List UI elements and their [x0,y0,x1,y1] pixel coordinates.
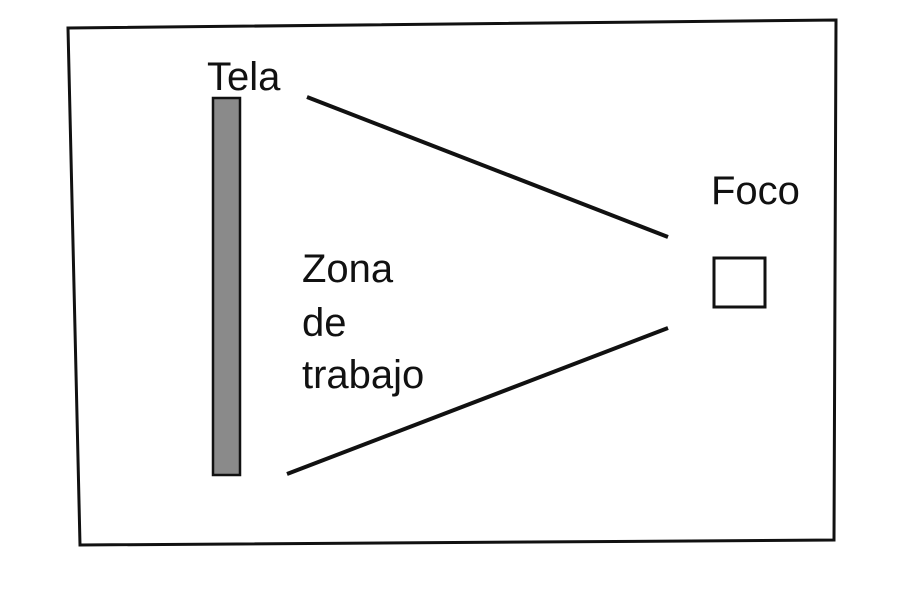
work-zone-label-line3: trabajo [302,353,424,397]
lower-beam-line [286,326,669,476]
work-zone-label-line1: Zona [302,247,394,291]
upper-beam-line [306,95,669,239]
screen-label: Tela [207,55,281,99]
light-source-square [712,256,767,309]
work-zone-label-line2: de [302,301,347,345]
diagram-frame [66,18,838,547]
screen-bar [211,96,242,477]
light-label: Foco [711,169,800,213]
